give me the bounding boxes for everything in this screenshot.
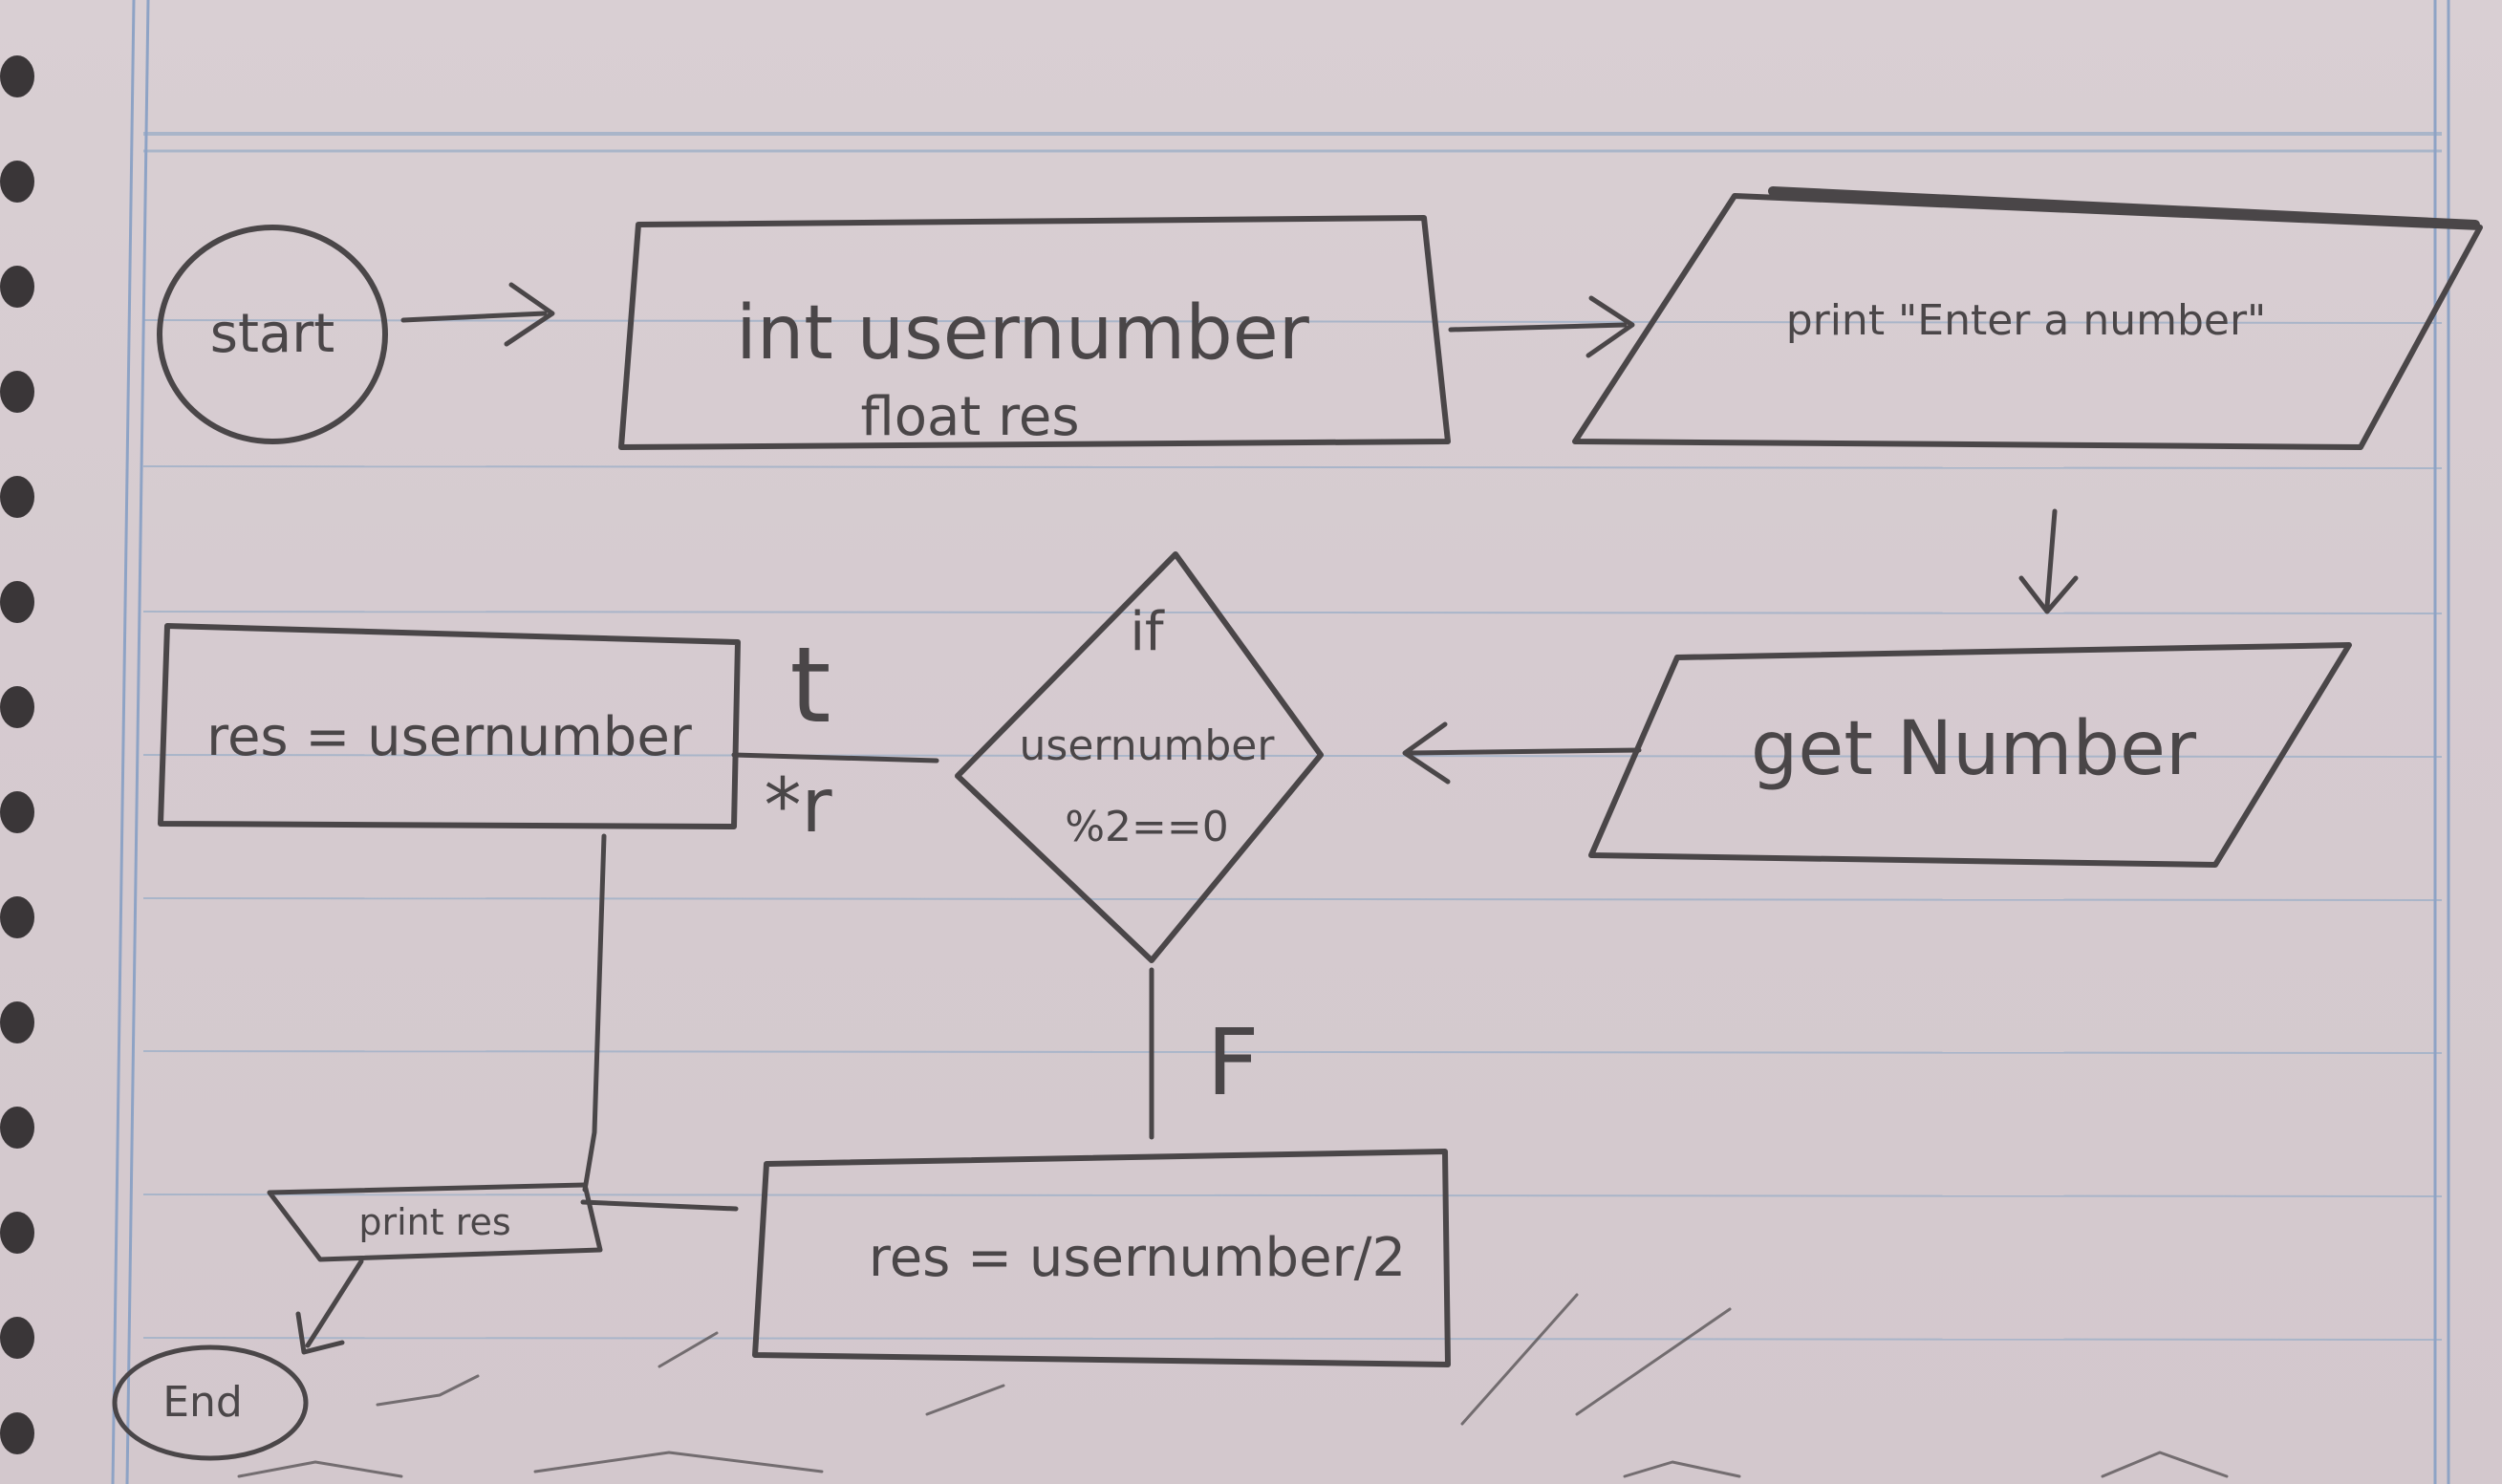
true-process-suffix: *r	[764, 764, 832, 850]
declare-line1: int usernumber	[736, 290, 1310, 376]
start-terminal: start	[157, 225, 388, 444]
print-prompt-label: print "Enter a number"	[1786, 296, 2267, 345]
end-label: End	[162, 1378, 243, 1427]
decision-line1: if	[1130, 601, 1165, 663]
true-process: res = usernumber *r	[158, 623, 832, 850]
declare-process: int usernumber float res	[618, 215, 1451, 450]
false-branch: F	[1149, 967, 1260, 1140]
false-label: F	[1206, 1009, 1259, 1116]
stray-marks	[237, 1293, 2229, 1478]
true-branch: t	[731, 624, 939, 764]
arrow-input-to-decision	[1402, 721, 1642, 785]
true-label: t	[789, 624, 830, 746]
false-process: res = usernumber/2	[752, 1149, 1451, 1367]
decision-diamond: if usernumber %2==0	[955, 551, 1324, 963]
ruled-lines	[142, 132, 2443, 1341]
decision-line2: usernumber	[1020, 721, 1276, 770]
arrow-start-to-declare	[400, 282, 555, 347]
decision-line3: %2==0	[1065, 803, 1229, 851]
arrow-declare-to-print	[1448, 295, 1635, 358]
spiral-binding	[0, 55, 34, 1454]
arrow-output-to-end	[295, 1258, 364, 1355]
false-process-label: res = usernumber/2	[869, 1227, 1406, 1289]
get-number-label: get Number	[1751, 706, 2197, 792]
print-prompt-io: print "Enter a number"	[1572, 186, 2483, 450]
print-res-label: print res	[358, 1201, 510, 1243]
print-res-io: print res	[267, 1182, 603, 1262]
true-process-label: res = usernumber	[206, 706, 693, 768]
start-label: start	[210, 303, 334, 365]
margin-lines	[111, 0, 2450, 1484]
connector-true-to-output	[580, 833, 739, 1212]
arrow-print-to-input	[2018, 508, 2079, 614]
end-terminal: End	[112, 1344, 309, 1461]
get-number-io: get Number	[1588, 642, 2352, 868]
declare-line2: float res	[860, 386, 1079, 448]
